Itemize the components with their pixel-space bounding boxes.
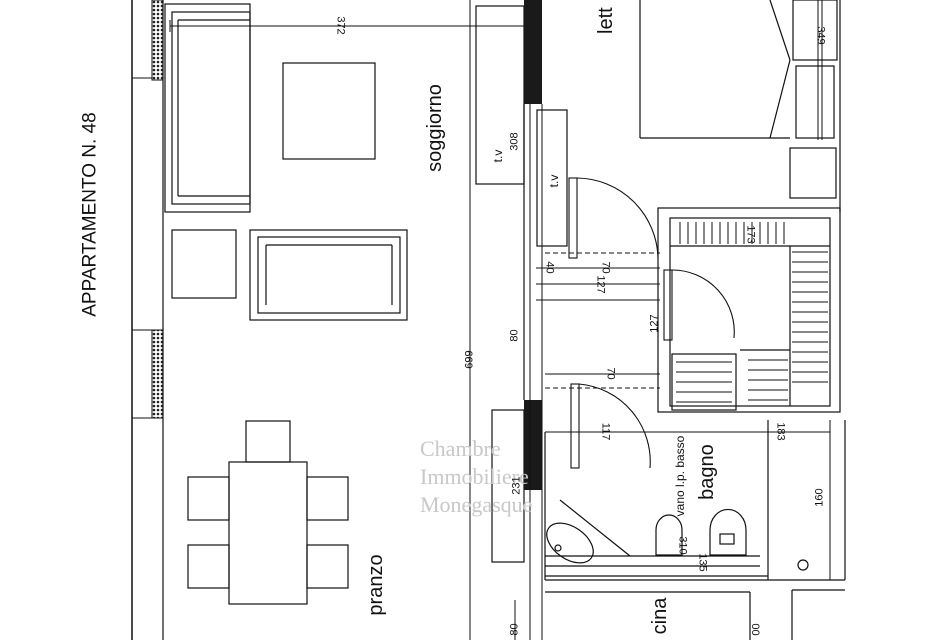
door-bath [570, 383, 651, 469]
dim-372: 372 [334, 16, 347, 35]
dim-173: 173 [744, 225, 757, 244]
dim-160: 160 [813, 488, 826, 507]
toilet [709, 508, 747, 556]
bathroom [544, 420, 846, 581]
note-tv-top: t.v [491, 149, 505, 163]
dim-699: 699 [463, 350, 476, 369]
bedroom-bed [639, 0, 791, 139]
room-label-bedroom: lett [595, 7, 617, 34]
note-tv-bottom: t.v [547, 174, 561, 188]
bidet [655, 514, 683, 556]
sink [546, 522, 594, 564]
dim-349: 349 [814, 26, 827, 45]
coffee-table [282, 62, 376, 160]
door-closet [663, 269, 735, 341]
dim-127-horizontal: 127 [594, 275, 607, 294]
drain-icon [797, 559, 809, 571]
room-label-living: soggiorno [424, 84, 446, 172]
kitchen-outline [545, 589, 845, 640]
walk-in-closet [657, 207, 841, 413]
dim-231: 231 [510, 476, 523, 495]
sofa-top [164, 3, 251, 213]
dim-line-372 [169, 20, 528, 32]
dim-117: 117 [599, 422, 612, 441]
wall-dark-top [524, 0, 542, 104]
room-label-bath: bagno [696, 444, 718, 500]
door-top [568, 177, 659, 259]
sofa-bottom [249, 229, 408, 321]
watermark-line-2: Immobiliere [420, 464, 529, 489]
tv-unit [536, 109, 568, 247]
note-low-space: vano l.p. basso [673, 435, 687, 517]
room-label-kitchen: cina [649, 597, 671, 635]
dim-70-bottom: 70 [604, 367, 617, 380]
dim-183: 183 [774, 422, 787, 441]
dim-135: 135 [696, 553, 709, 572]
watermark-line-1: Chambre [420, 436, 501, 461]
dim-00: 00 [750, 623, 763, 636]
dim-127-vertical: 127 [648, 314, 661, 333]
window-middle [151, 329, 164, 419]
dim-80-bottom: 80 [508, 623, 521, 636]
bedroom-wardrobe [789, 0, 841, 212]
dim-308: 308 [508, 132, 521, 151]
wall-dark-bottom [524, 400, 542, 490]
armchair [171, 229, 237, 299]
window-top [151, 0, 164, 81]
dim-310: 310 [676, 536, 689, 555]
watermark-line-3: Monegasque [420, 492, 533, 517]
room-label-dining: pranzo [365, 554, 387, 616]
dim-40: 40 [543, 261, 556, 274]
dim-80: 80 [508, 329, 521, 342]
dining-table [187, 420, 349, 605]
closet-hangers [676, 222, 828, 403]
plan-title: APPARTAMENTO N. 48 [79, 112, 101, 317]
